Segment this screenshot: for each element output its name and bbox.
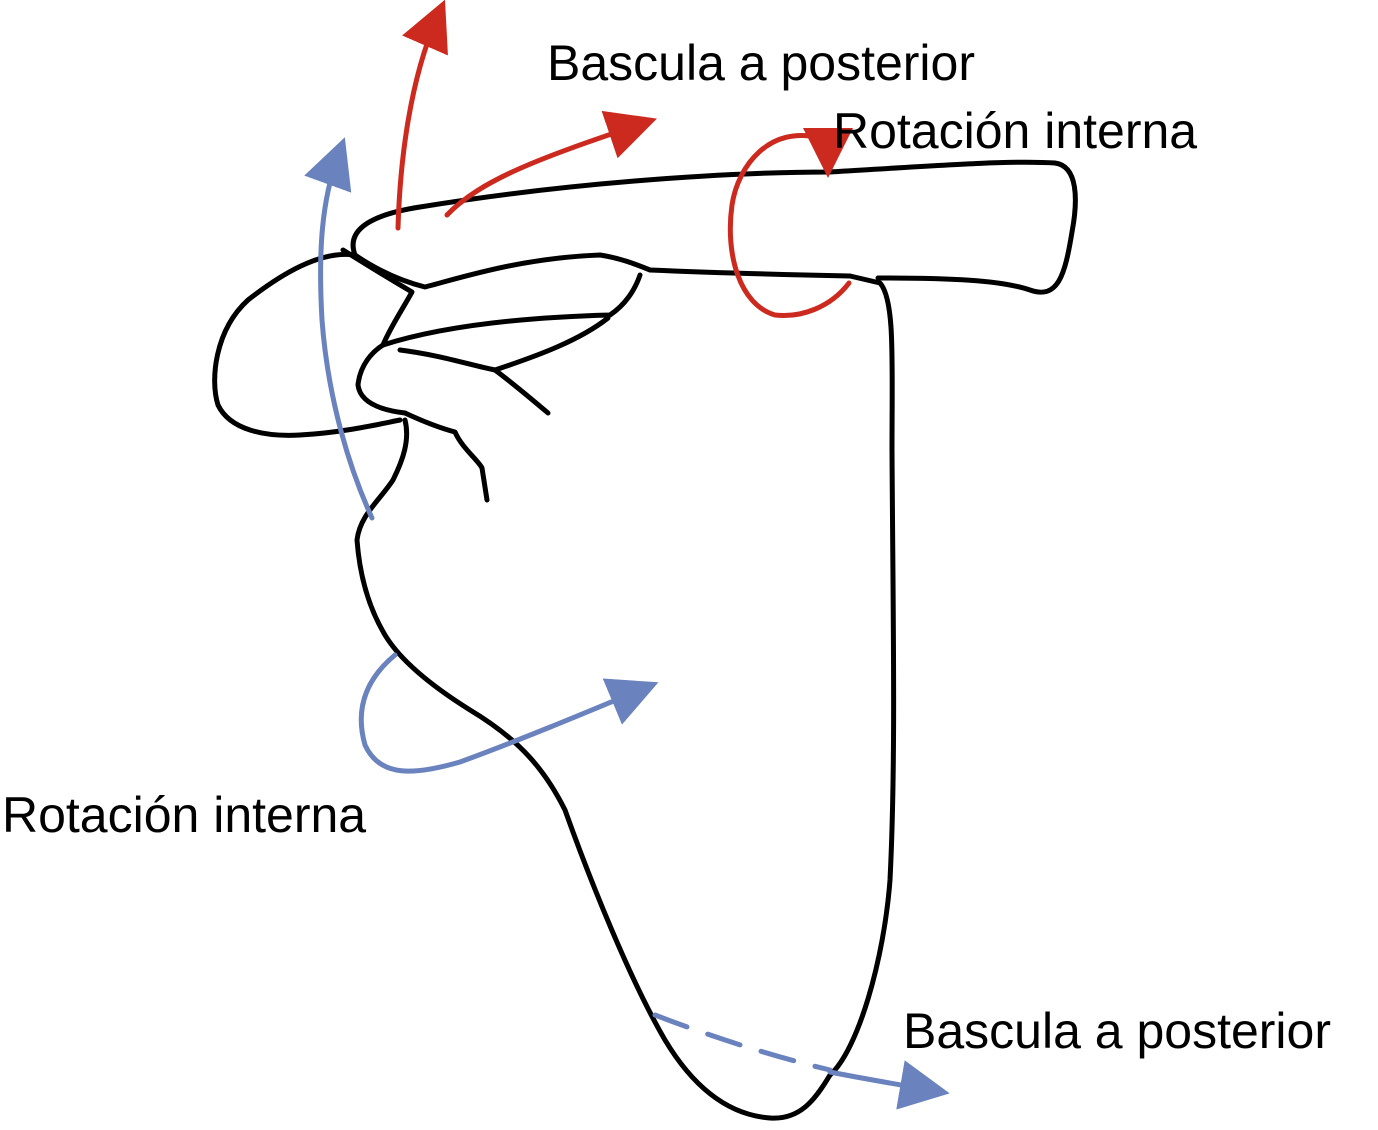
red-internal-rotation-arrow [727,127,853,319]
red-arrows [395,0,853,319]
red-vertical-arrow [395,0,448,231]
coracoid-base-line [380,272,643,348]
blue-posterior-tilt-arrow [827,1060,950,1110]
blue-internal-rotation-arrow [358,652,659,774]
label-red-internal-rotation: Rotación interna [833,103,1198,159]
spine-lower-edge [352,252,853,290]
infraglenoid-line [402,410,490,503]
scapula-outline [212,159,1078,1121]
supraglenoid-line [397,315,611,373]
spine-root-line [492,367,551,416]
glenoid-outline [340,247,415,416]
blue-vertical-arrow [304,137,375,521]
scapula-body-outline [354,273,897,1121]
acromion-outline [350,159,1078,295]
red-posterior-tilt-arrow [444,110,657,218]
blue-posterior-tilt-dashed [652,1012,833,1073]
label-red-posterior-tilt: Bascula a posterior [547,35,976,91]
coracoid-outline [212,251,403,438]
label-blue-posterior-tilt: Bascula a posterior [903,1003,1332,1059]
label-blue-internal-rotation: Rotación interna [2,787,367,843]
blue-arrows [304,137,950,1110]
